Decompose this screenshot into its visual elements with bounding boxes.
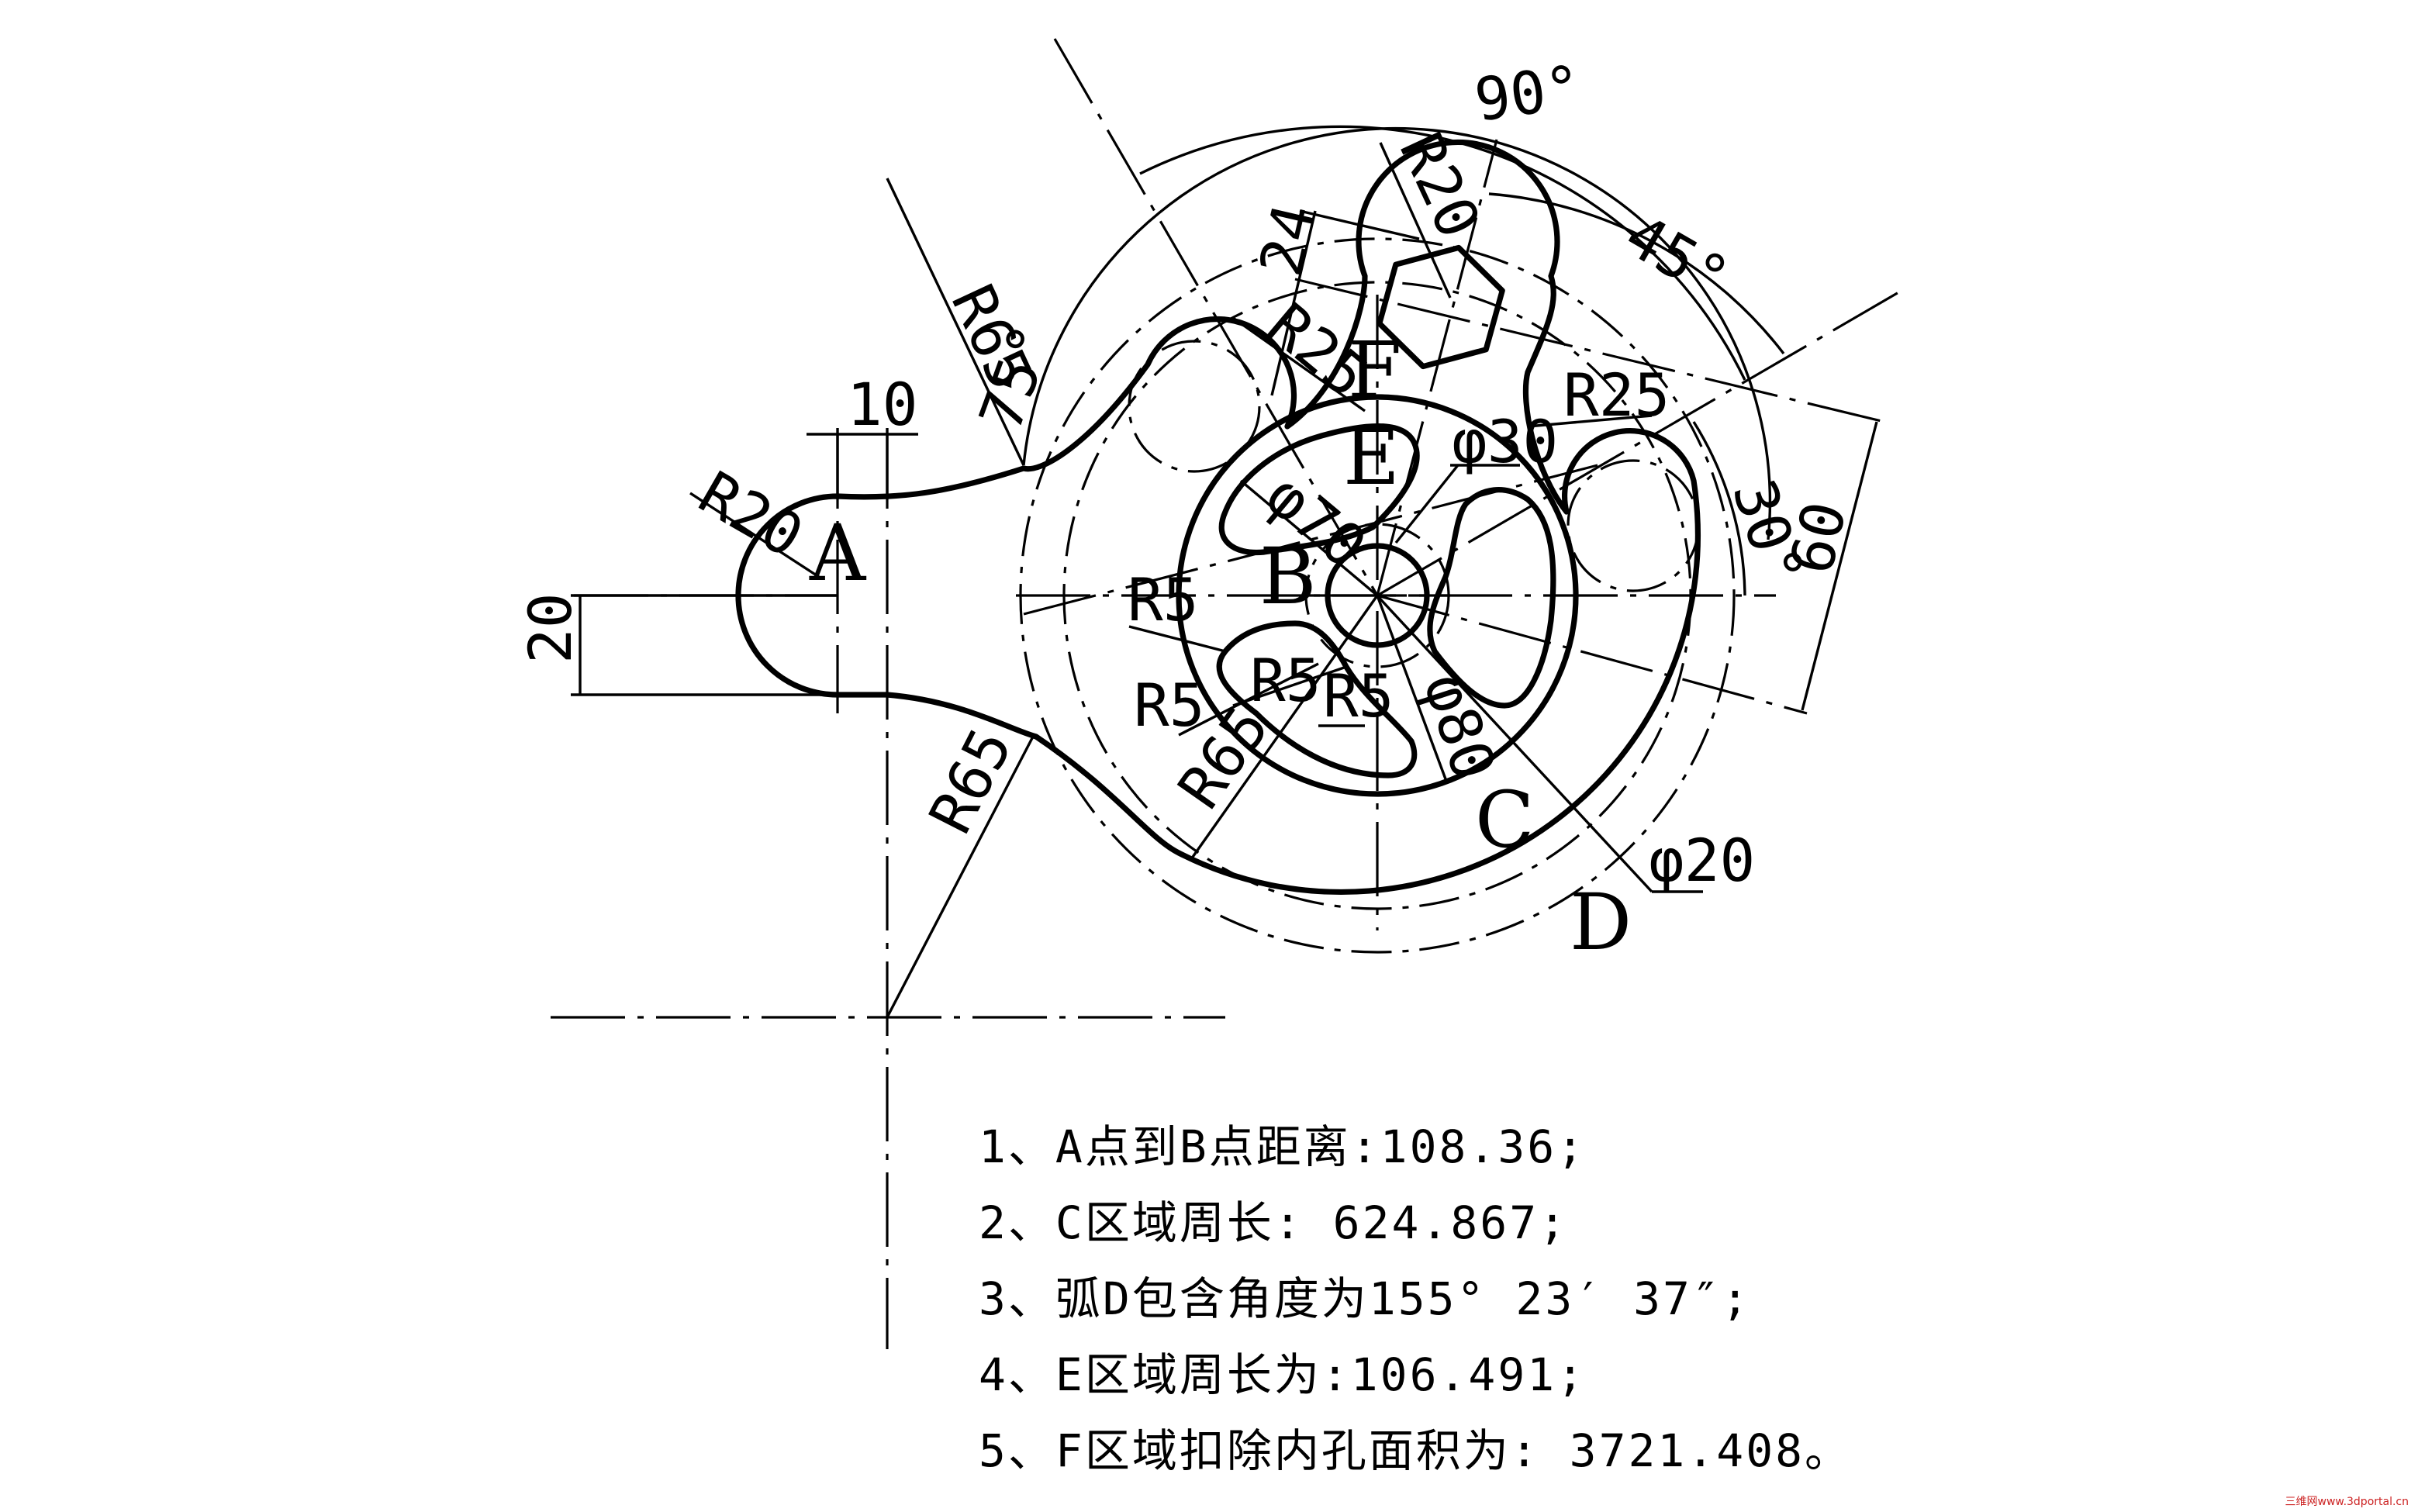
dim-phi80: φ80 [1411,665,1509,788]
dim-r20-top: R20 [1387,123,1494,248]
note-1: 1、A点到B点距离:108.36; [979,1120,1587,1173]
dim-r5-b: R5 [1250,646,1321,715]
region-labels: A B C D E F [809,325,1632,968]
dimension-texts: 10 20 R20 R65 R65 R65 75° 90° 45° 30° R2… [516,52,1860,895]
dim-90deg: 90° [1470,52,1585,135]
dim-24: 24 [1246,198,1329,282]
dim-r65-lower: R65 [916,717,1026,844]
note-4: 4、E区域周长为:106.491; [979,1348,1587,1401]
dim-phi20: φ20 [1649,826,1755,895]
label-e: E [1343,412,1400,502]
dim-r20-left: R20 [688,458,814,571]
kidney-slots [1216,423,1556,778]
dim-10: 10 [847,370,918,439]
dim-r5-d: R5 [1134,671,1205,740]
dim-phi30: φ30 [1452,407,1558,476]
question-notes: 1、A点到B点距离:108.36; 2、C区域周长: 624.867; 3、弧D… [979,1109,1852,1489]
note-2: 2、C区域周长: 624.867; [979,1196,1569,1249]
dim-r5-a: R5 [1128,565,1199,634]
note-3: 3、弧D包含角度为155° 23′ 37″; [979,1272,1751,1325]
dim-45deg: 45° [1614,201,1740,314]
dim-60: 60 [1777,495,1860,580]
dim-r5-c: R5 [1323,661,1394,730]
note-5: 5、F区域扣除内孔面积为: 3721.408。 [979,1424,1853,1477]
label-a: A [809,508,867,599]
dimension-lines [571,125,1878,1018]
label-b: B [1259,531,1317,622]
outer-contour [735,139,1701,896]
dim-r25-right: R25 [1563,361,1670,430]
label-d: D [1570,877,1632,968]
label-f: F [1348,325,1401,416]
watermark: 三维网www.3dportal.cn [2285,1496,2409,1508]
label-c: C [1475,775,1535,865]
dim-20: 20 [516,592,585,664]
